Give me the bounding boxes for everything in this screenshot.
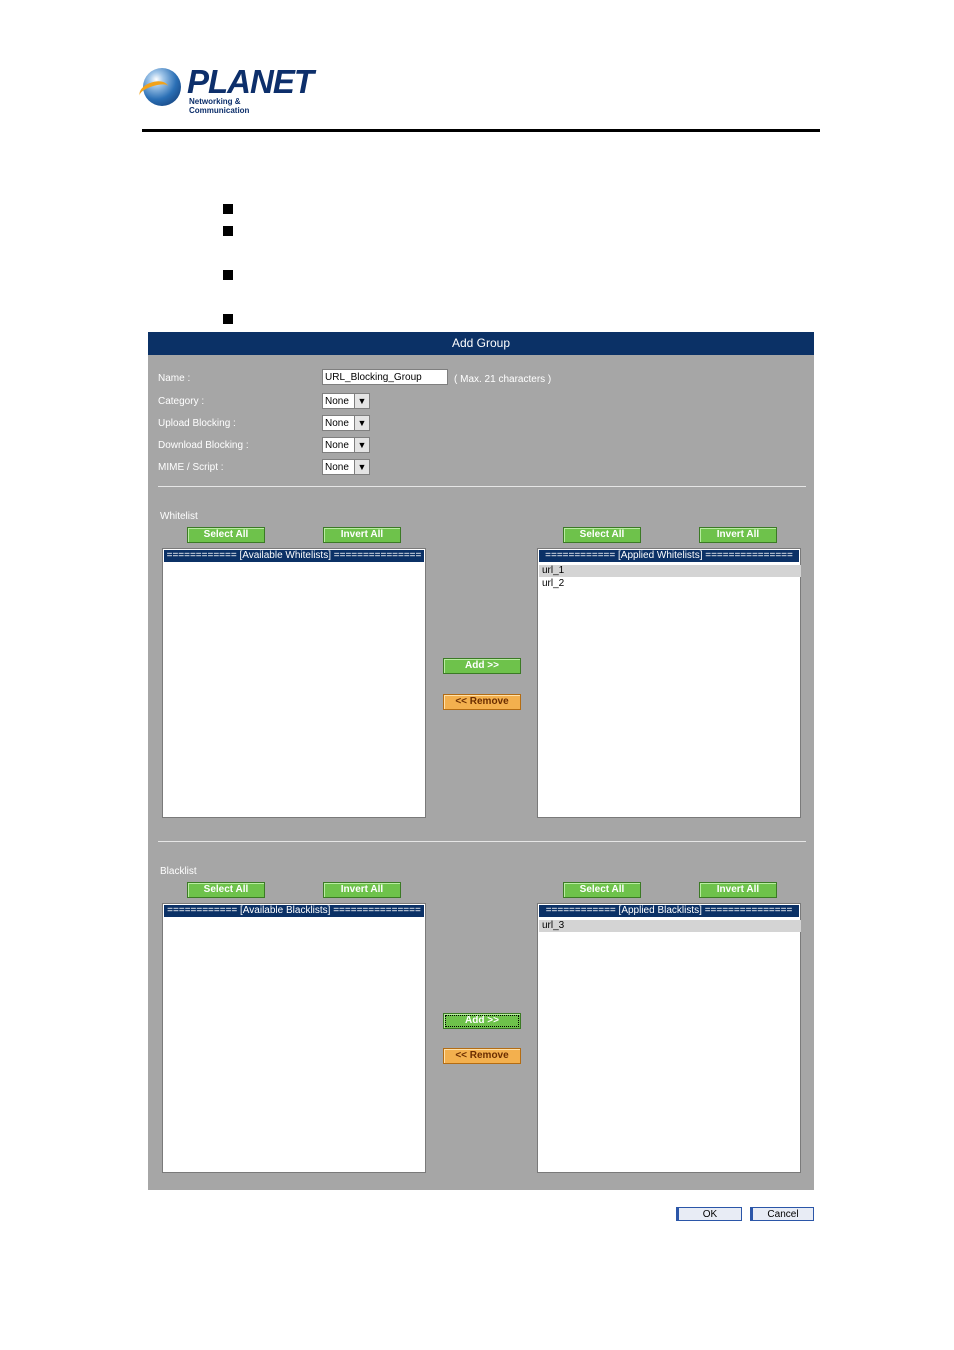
whitelist-add-button[interactable]: Add >> [443, 658, 521, 674]
chevron-down-icon[interactable]: ▼ [354, 460, 369, 474]
list-item[interactable]: url_1 [539, 565, 801, 577]
category-value: None [325, 396, 349, 407]
applied-blacklists-header: ============ [Applied Blacklists] ======… [539, 905, 799, 917]
section-divider [158, 841, 806, 842]
name-label: Name : [158, 373, 191, 384]
whitelist-applied-invert-all-button[interactable]: Invert All [699, 527, 777, 543]
download-blocking-label: Download Blocking : [158, 440, 249, 451]
upload-blocking-value: None [325, 418, 349, 429]
dialog-title: Add Group [148, 332, 814, 355]
blacklist-available-invert-all-button[interactable]: Invert All [323, 882, 401, 898]
section-divider [158, 486, 806, 487]
available-whitelists-list[interactable]: ============ [Available Whitelists] ====… [162, 548, 426, 818]
blacklist-available-select-all-button[interactable]: Select All [187, 882, 265, 898]
upload-blocking-label: Upload Blocking : [158, 418, 236, 429]
whitelist-label: Whitelist [160, 511, 198, 522]
header-divider [142, 129, 820, 132]
chevron-down-icon[interactable]: ▼ [354, 438, 369, 452]
chevron-down-icon[interactable]: ▼ [354, 394, 369, 408]
whitelist-available-select-all-button[interactable]: Select All [187, 527, 265, 543]
logo-tagline: Networking & Communication [189, 97, 250, 115]
list-item[interactable]: url_3 [539, 920, 801, 932]
cancel-button[interactable]: Cancel [750, 1207, 814, 1221]
blacklist-label: Blacklist [160, 866, 197, 877]
category-label: Category : [158, 396, 205, 407]
available-blacklists-header: ============ [Available Blacklists] ====… [164, 905, 424, 917]
name-input[interactable]: URL_Blocking_Group [322, 369, 448, 385]
globe-icon [143, 68, 181, 106]
mime-script-label: MIME / Script : [158, 462, 224, 473]
available-whitelists-header: ============ [Available Whitelists] ====… [164, 550, 424, 562]
blacklist-add-button[interactable]: Add >> [443, 1013, 521, 1029]
chevron-down-icon[interactable]: ▼ [354, 416, 369, 430]
blacklist-applied-invert-all-button[interactable]: Invert All [699, 882, 777, 898]
logo-brand: PLANET [187, 63, 314, 100]
category-select[interactable]: None ▼ [322, 393, 370, 409]
whitelist-available-invert-all-button[interactable]: Invert All [323, 527, 401, 543]
bullet-icon [223, 226, 233, 236]
applied-blacklists-list[interactable]: ============ [Applied Blacklists] ======… [537, 903, 801, 1173]
available-blacklists-list[interactable]: ============ [Available Blacklists] ====… [162, 903, 426, 1173]
bullet-icon [223, 270, 233, 280]
bullet-icon [223, 314, 233, 324]
planet-logo: PLANET Networking & Communication [136, 64, 314, 115]
blacklist-applied-select-all-button[interactable]: Select All [563, 882, 641, 898]
whitelist-applied-select-all-button[interactable]: Select All [563, 527, 641, 543]
mime-script-select[interactable]: None ▼ [322, 459, 370, 475]
mime-script-value: None [325, 462, 349, 473]
whitelist-remove-button[interactable]: << Remove [443, 694, 521, 710]
download-blocking-value: None [325, 440, 349, 451]
list-item[interactable]: url_2 [542, 578, 565, 589]
blacklist-remove-button[interactable]: << Remove [443, 1048, 521, 1064]
applied-whitelists-header: ============ [Applied Whitelists] ======… [539, 550, 799, 562]
upload-blocking-select[interactable]: None ▼ [322, 415, 370, 431]
add-group-dialog: Add Group Name : URL_Blocking_Group ( Ma… [148, 332, 814, 1190]
applied-whitelists-list[interactable]: ============ [Applied Whitelists] ======… [537, 548, 801, 818]
name-hint: ( Max. 21 characters ) [454, 374, 552, 385]
bullet-icon [223, 204, 233, 214]
download-blocking-select[interactable]: None ▼ [322, 437, 370, 453]
ok-button[interactable]: OK [676, 1207, 742, 1221]
